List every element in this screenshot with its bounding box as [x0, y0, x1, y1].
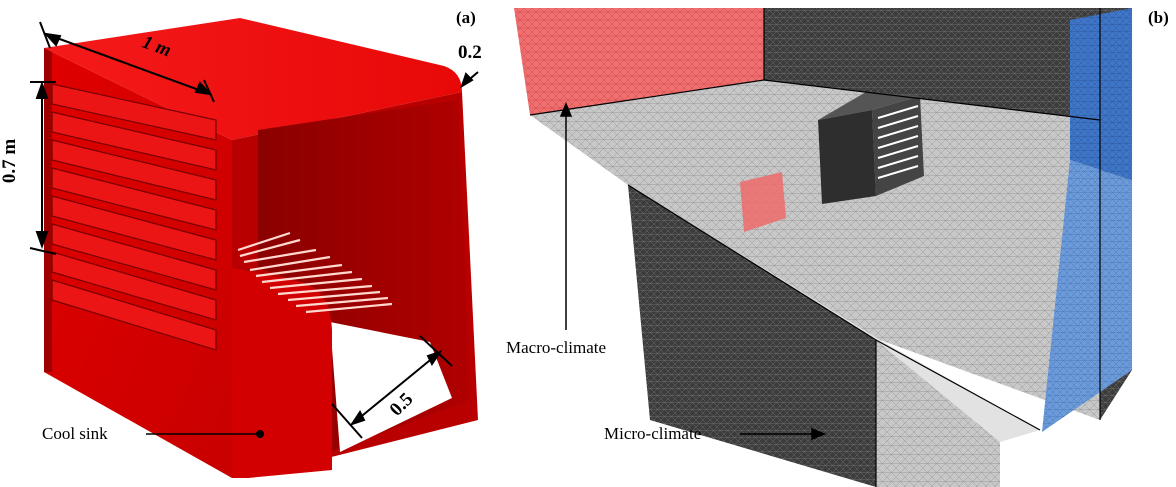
dimension-0-5: [331, 335, 453, 439]
domain-edges: [529, 8, 1101, 487]
panel-b-cfd-mesh-domain: (b) Macro-climate Micro-climate: [500, 0, 1176, 487]
cool-sink-cube-top: [818, 92, 920, 120]
outlet-wall-lower: [1042, 160, 1132, 432]
bottom-rounded-edge: [232, 268, 332, 478]
top-face: [44, 18, 462, 140]
cool-sink-3d-drawing: [29, 18, 479, 478]
micro-climate-front-left: [628, 185, 876, 487]
macro-climate-floor: [530, 80, 1100, 420]
dimension-1m: [39, 21, 215, 103]
heat-source-panel: [740, 172, 786, 232]
panel-a-cool-sink-geometry: (a) 1 m 0.7 m 0.2 0.5 Cool sink: [0, 0, 500, 487]
macro-climate-callout-arrow: [559, 102, 573, 330]
micro-climate-front-right: [876, 340, 1000, 487]
cool-sink-cube-louvers: [877, 105, 919, 179]
micro-climate-callout-arrow: [740, 427, 826, 441]
cool-sink-callout-dot: [256, 430, 264, 438]
inlet-wall: [514, 8, 764, 115]
louvers: [51, 83, 217, 351]
cooling-fins: [237, 231, 393, 314]
outlet-wall-upper: [1070, 8, 1132, 180]
cool-sink-label: Cool sink: [42, 424, 108, 443]
mesh-domain-drawing: [514, 8, 1132, 487]
dimension-0-7m: [29, 81, 57, 255]
panel-a-label: (a): [456, 8, 476, 27]
dimension-0-2-pointer: [460, 71, 479, 89]
dimension-0-7m-label: 0.7 m: [0, 138, 21, 184]
panel-b-label: (b): [1148, 8, 1169, 27]
micro-climate-label: Micro-climate: [604, 424, 702, 443]
dimension-0-2-label: 0.2: [458, 42, 482, 63]
cool-sink-cube-side: [872, 96, 924, 196]
macro-climate-label: Macro-climate: [506, 338, 607, 357]
cool-sink-cube-front: [818, 110, 876, 204]
